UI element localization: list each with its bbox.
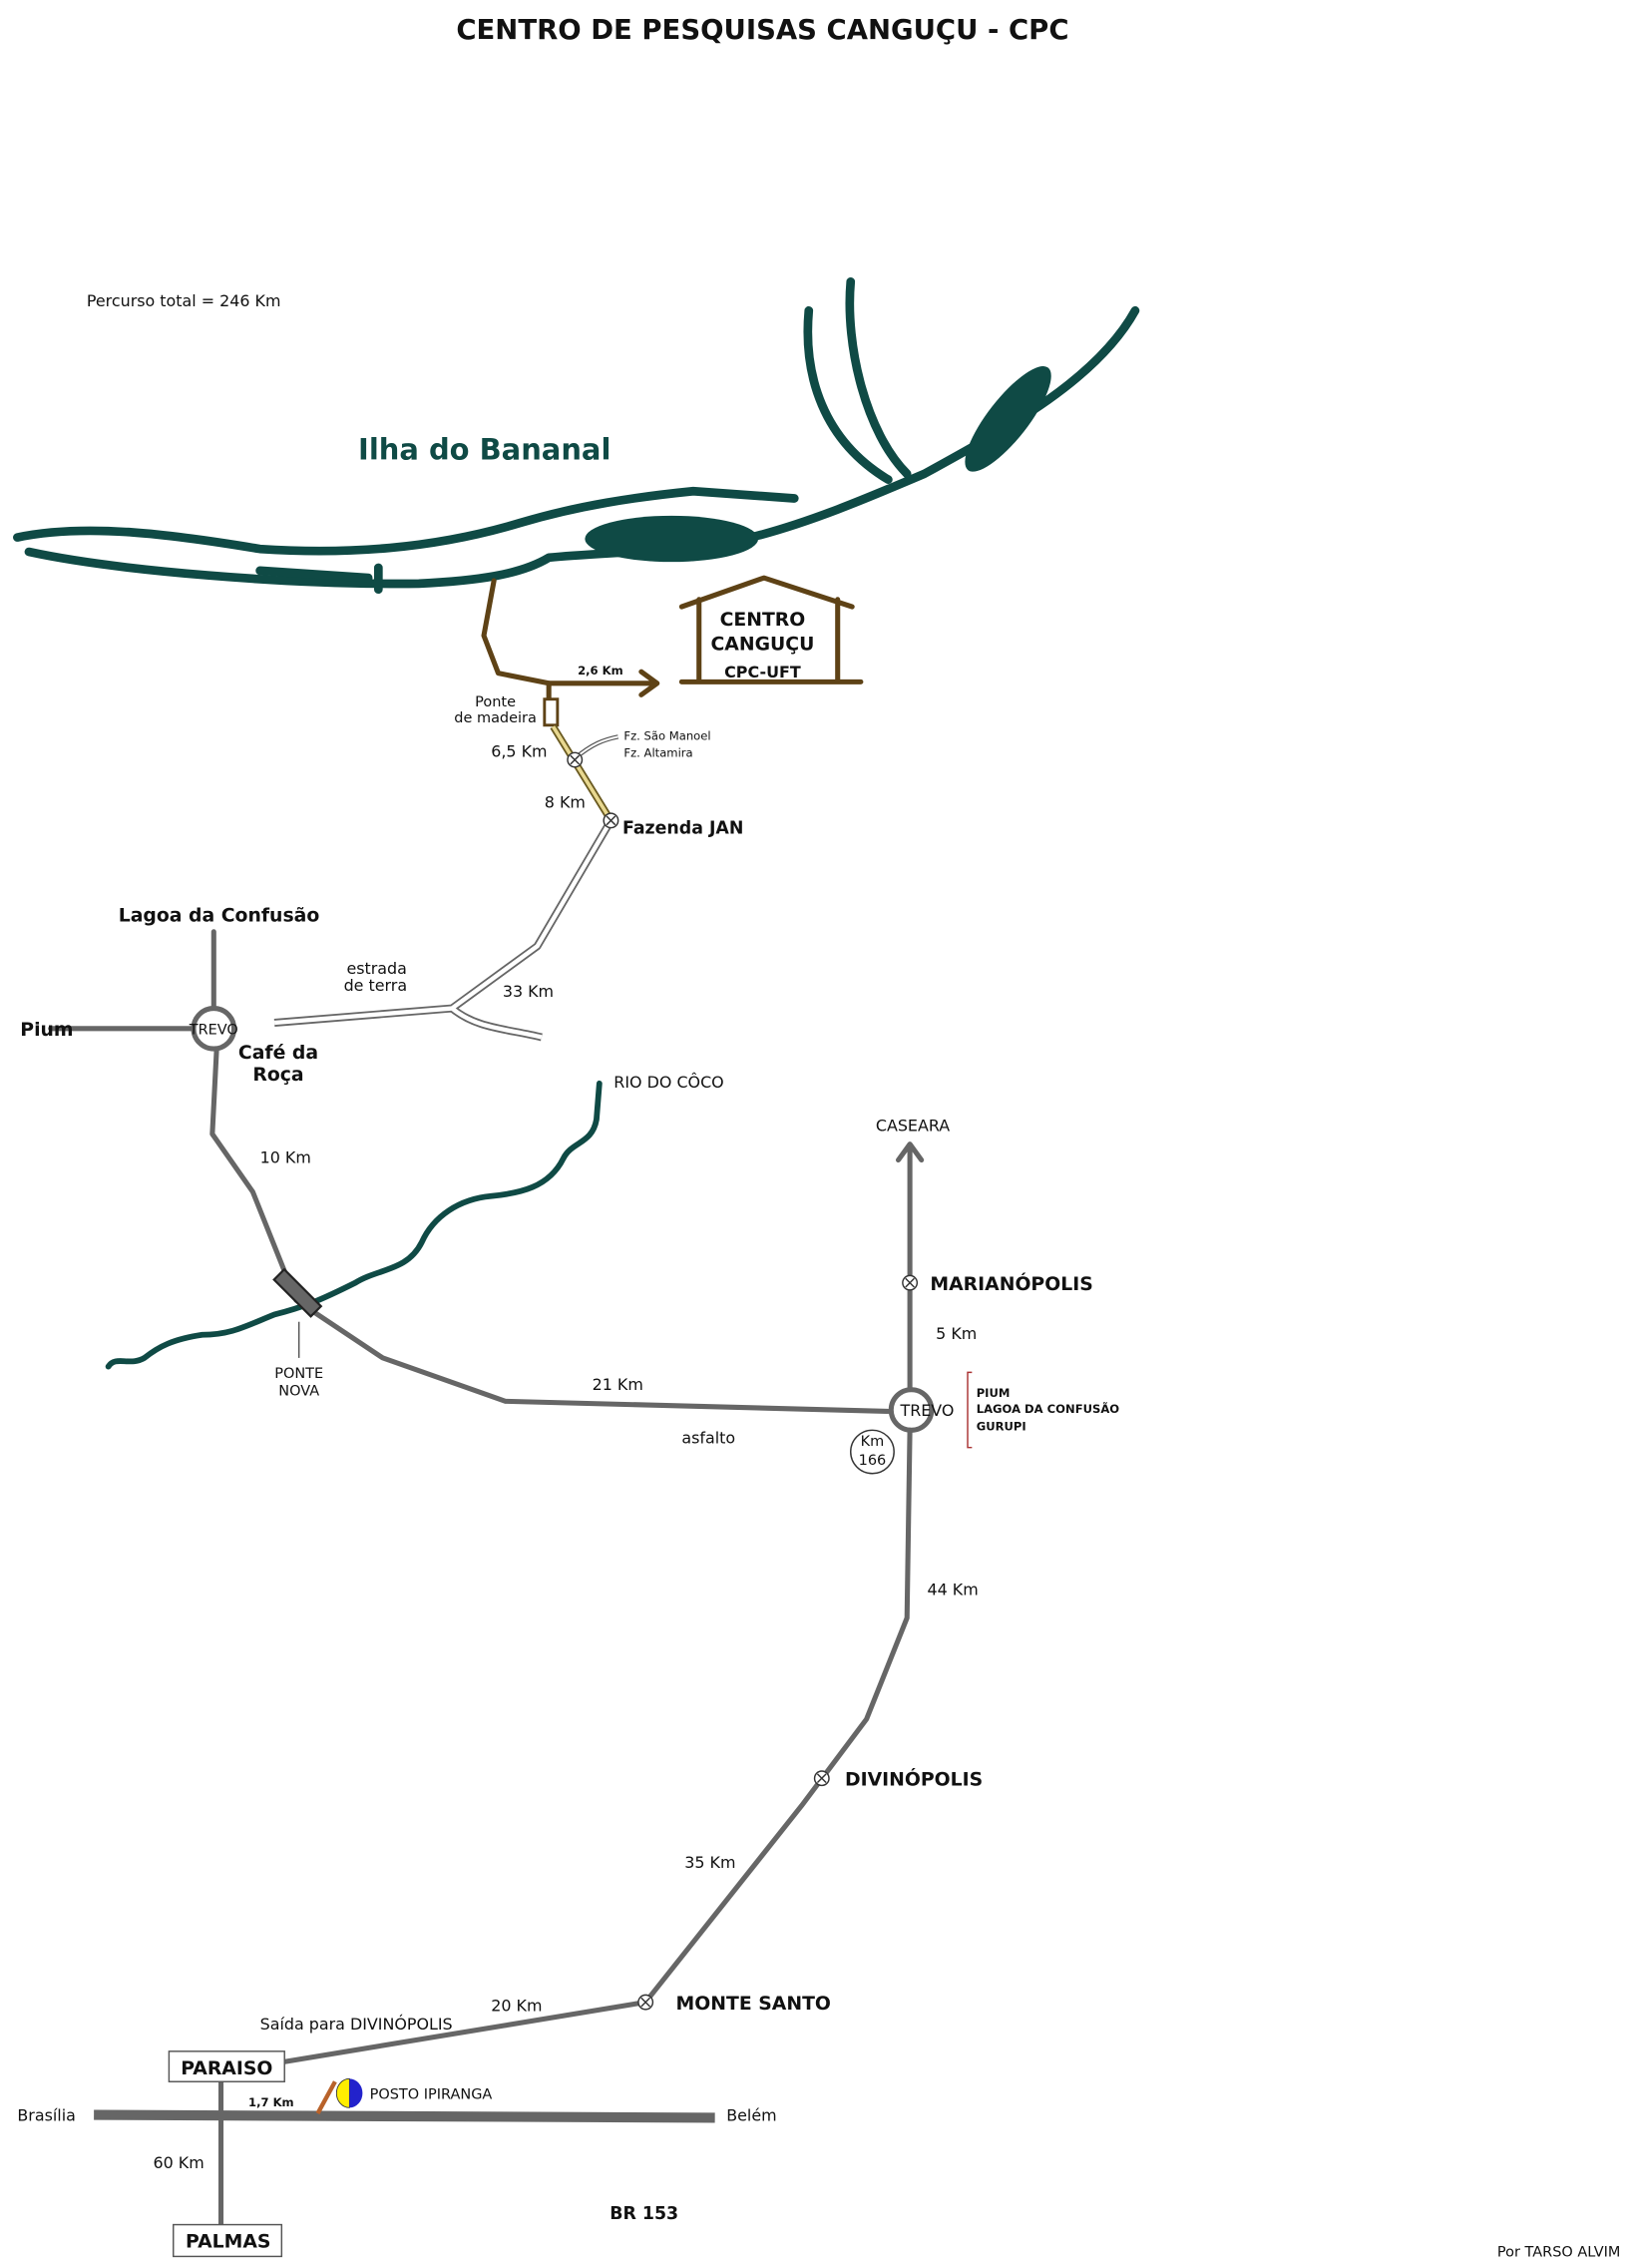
highway-label: BR 153 <box>610 2204 678 2224</box>
junction-marker-icon <box>567 751 584 768</box>
farm-road <box>551 725 612 822</box>
place-label: Lagoa da Confusão <box>119 906 320 927</box>
place-label: Fazenda JAN <box>622 818 743 838</box>
bananal-river <box>13 276 1140 595</box>
junction-marker-icon <box>603 812 619 829</box>
place-label: Roça <box>252 1065 303 1086</box>
place-label: MONTE SANTO <box>676 1994 831 2015</box>
distance-label: 5 Km <box>936 1324 977 1343</box>
bridge-label: PONTE <box>274 1366 323 1382</box>
total-route-text: Percurso total = 246 Km <box>87 291 281 310</box>
ipiranga-logo-icon <box>335 2077 363 2108</box>
arrow-to-center <box>546 669 660 697</box>
road-label: estrada <box>346 959 406 978</box>
map-title: CENTRO DE PESQUISAS CANGUÇU - CPC <box>456 14 1068 46</box>
destination-line2: CANGUÇU <box>710 634 814 655</box>
bridge-label: NOVA <box>278 1384 319 1400</box>
dirt-road-estrada <box>273 819 613 1040</box>
distance-label: 44 Km <box>927 1580 978 1598</box>
place-label: Café da <box>238 1043 318 1064</box>
junction-marker-icon <box>813 1770 830 1787</box>
place-label: DIVINÓPOLIS <box>845 1766 983 1790</box>
city-label: PARAISO <box>181 2058 272 2079</box>
rio-do-coco <box>105 1080 603 1370</box>
km-marker-label: Km <box>861 1434 885 1450</box>
farm-label: Fz. Altamira <box>623 746 692 760</box>
direction-label: PIUM <box>977 1386 1011 1400</box>
junction-marker-icon <box>637 1994 654 2011</box>
highway-br153 <box>94 2109 715 2123</box>
distance-label: 2,6 Km <box>578 664 623 678</box>
km-marker <box>850 1429 895 1475</box>
place-label: Pium <box>20 1020 73 1041</box>
trevo-label: TREVO <box>900 1401 955 1420</box>
region-label: Ilha do Bananal <box>358 432 611 466</box>
city-box-paraiso <box>168 2050 285 2082</box>
distance-label: 8 Km <box>545 792 586 811</box>
road-label: de terra <box>344 976 408 995</box>
distance-label: 35 Km <box>684 1853 735 1872</box>
destination-house-icon <box>678 575 864 684</box>
credit-text: Por TARSO ALVIM <box>1497 2244 1620 2260</box>
distance-label: 1,7 Km <box>248 2095 294 2109</box>
dirt-road <box>481 578 552 703</box>
ponte-nova-bridge-icon <box>272 1267 323 1318</box>
distance-label: 20 Km <box>491 1996 542 2015</box>
destination-line3: CPC-UFT <box>724 663 801 681</box>
place-label: POSTO IPIRANGA <box>370 2087 493 2103</box>
road-label: asfalto <box>681 1428 735 1447</box>
direction-label: LAGOA DA CONFUSÃO <box>977 1401 1120 1416</box>
road-south <box>239 1427 913 2071</box>
city-label: PALMAS <box>186 2232 270 2253</box>
place-label: Brasília <box>17 2105 75 2124</box>
destination-line1: CENTRO <box>720 610 806 631</box>
place-label: MARIANÓPOLIS <box>930 1271 1092 1295</box>
trevo-roundabout <box>191 1006 237 1052</box>
distance-label: 6,5 Km <box>491 742 547 761</box>
distance-label: 33 Km <box>503 982 554 1001</box>
distance-label: 10 Km <box>260 1147 311 1166</box>
distance-label: 60 Km <box>153 2153 204 2172</box>
junction-marker-icon <box>902 1274 919 1291</box>
wooden-bridge-icon <box>543 697 560 727</box>
lake <box>585 515 759 563</box>
place-label: CASEARA <box>876 1117 950 1135</box>
river-label: RIO DO CÔCO <box>613 1073 723 1092</box>
distance-label: 21 Km <box>593 1375 643 1394</box>
road-label: Saída para DIVINÓPOLIS <box>260 2015 453 2034</box>
place-label: Belém <box>726 2105 776 2124</box>
road-posto <box>315 2080 337 2115</box>
lake <box>965 366 1051 472</box>
farm-label: Fz. São Manoel <box>623 728 710 742</box>
city-box-palmas <box>173 2223 283 2258</box>
bridge-label: de madeira <box>454 710 537 726</box>
road-caseara <box>895 1141 925 1393</box>
km-marker-label: 166 <box>859 1453 887 1469</box>
road-main <box>209 1046 893 1415</box>
bridge-label: Ponte <box>475 694 516 710</box>
direction-label: GURUPI <box>977 1419 1026 1433</box>
trevo-label: TREVO <box>189 1023 238 1039</box>
